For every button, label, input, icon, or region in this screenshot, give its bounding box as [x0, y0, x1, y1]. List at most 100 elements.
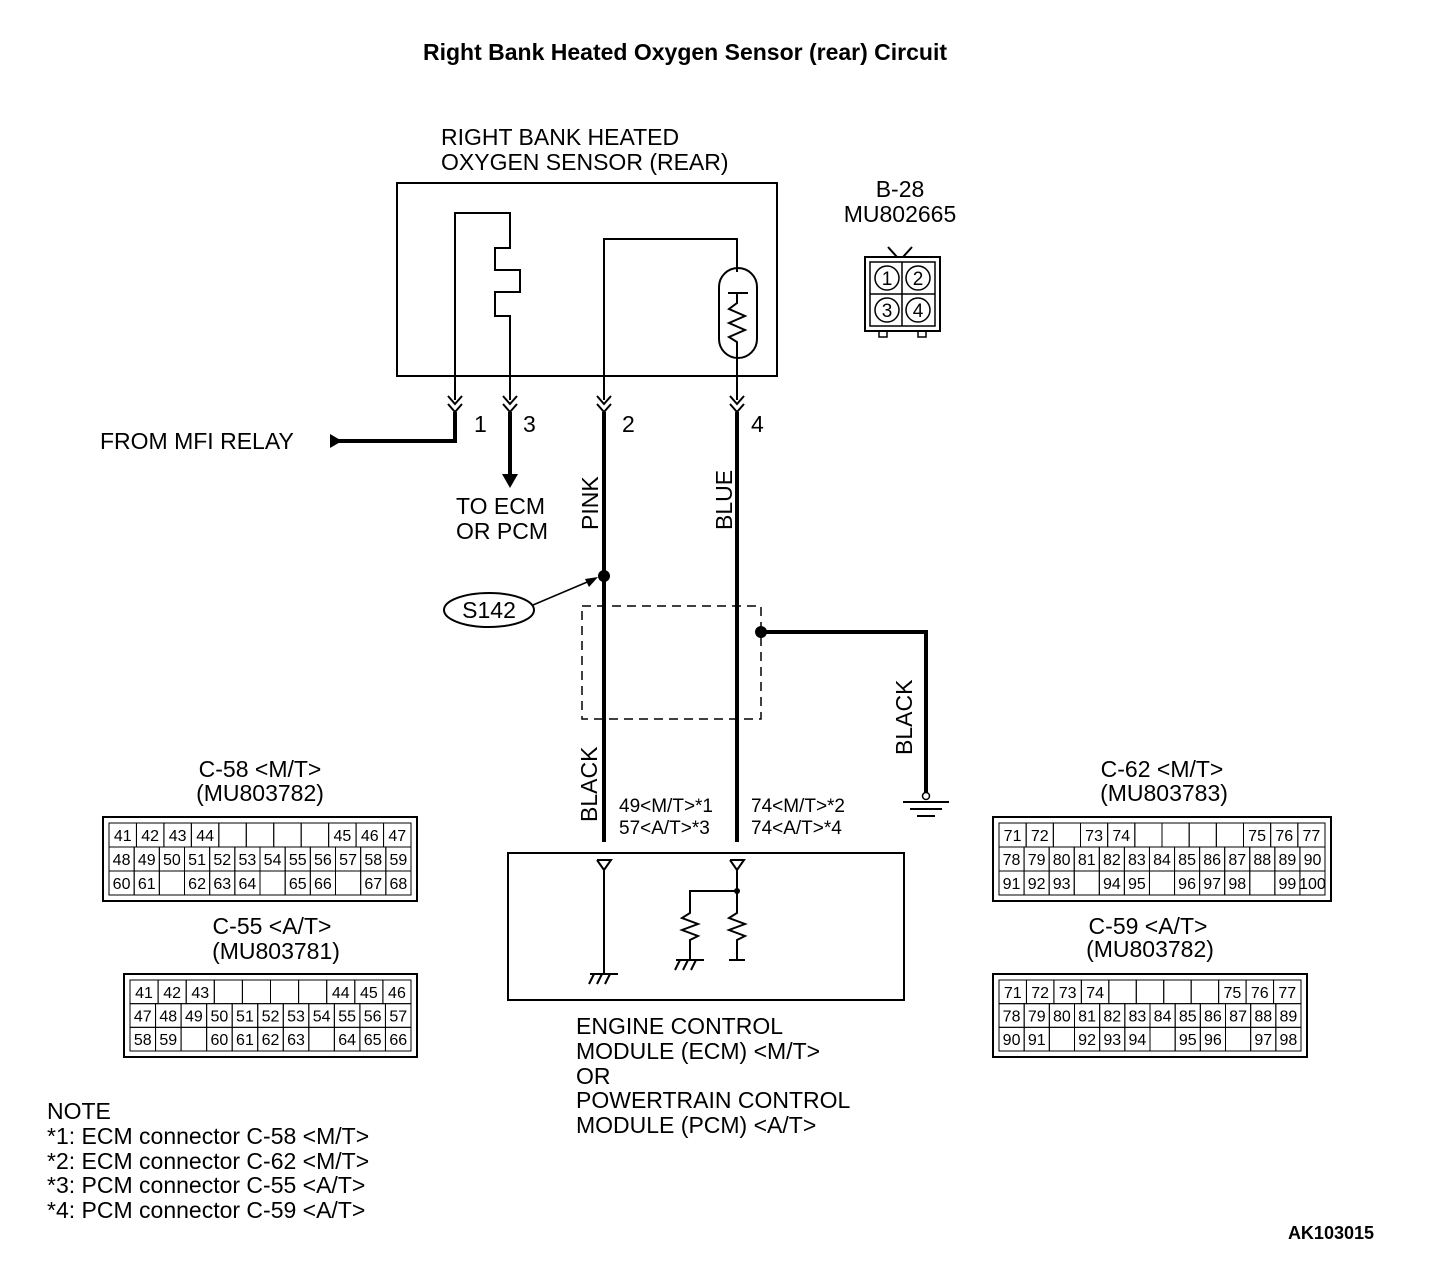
pin-number: 90 — [1304, 852, 1322, 869]
splice-leader-arrow-icon — [585, 577, 598, 587]
pin-number: 99 — [1278, 876, 1296, 893]
ground-terminal — [921, 791, 931, 801]
note-item: *4: PCM connector C-59 <A/T> — [47, 1197, 365, 1223]
figure-id: AK103015 — [1288, 1223, 1374, 1243]
pin-number: 91 — [1028, 1032, 1046, 1049]
pin-number: 42 — [163, 985, 181, 1002]
pin-number: 62 — [262, 1032, 280, 1049]
pin-number: 87 — [1228, 852, 1246, 869]
pin-number: 91 — [1003, 876, 1021, 893]
b28-id: B-28 — [876, 176, 925, 202]
sensor-box — [396, 182, 778, 377]
c58-title: C-58 <M/T> — [199, 756, 322, 782]
sensor-label-line1: RIGHT BANK HEATED — [441, 124, 679, 150]
pin-number: 75 — [1248, 828, 1266, 845]
pin-number: 61 — [138, 876, 156, 893]
pin-number: 66 — [389, 1032, 407, 1049]
pin-number: 55 — [289, 852, 307, 869]
pin-cell — [270, 979, 300, 1005]
pin-number: 60 — [211, 1032, 229, 1049]
pin-number: 90 — [1003, 1032, 1021, 1049]
module-label-line5: MODULE (PCM) <A/T> — [576, 1112, 816, 1138]
pin-number: 44 — [196, 828, 214, 845]
pin-cell — [1249, 870, 1276, 896]
b28-pin-4: 4 — [913, 301, 924, 322]
c59-part: (MU803782) — [1086, 936, 1214, 962]
module-label-line2: MODULE (ECM) <M/T> — [576, 1038, 820, 1064]
sensing-resistor — [726, 293, 748, 400]
note-heading: NOTE — [47, 1098, 111, 1124]
black-ground-wire-label: BLACK — [891, 679, 917, 755]
pin-number: 49 — [138, 852, 156, 869]
pin-number: 71 — [1004, 828, 1022, 845]
note-item: *3: PCM connector C-55 <A/T> — [47, 1172, 365, 1198]
ecm-pin-left-line1: 49<M/T>*1 — [619, 796, 713, 817]
pin-cell — [180, 1026, 208, 1052]
pin-number: 43 — [169, 828, 187, 845]
pin-number: 45 — [333, 828, 351, 845]
pin-number: 64 — [239, 876, 257, 893]
pin-number: 96 — [1204, 1032, 1222, 1049]
pin-number: 63 — [213, 876, 231, 893]
shield-box — [581, 605, 762, 720]
pin-cell — [1052, 822, 1082, 848]
pin-number: 46 — [361, 828, 379, 845]
splice-leader — [532, 579, 593, 606]
pin-number: 71 — [1004, 985, 1022, 1002]
pin-number: 56 — [364, 1009, 382, 1026]
pin-number: 48 — [113, 852, 131, 869]
module-label-line3: OR — [576, 1063, 611, 1089]
pin-number: 59 — [159, 1032, 177, 1049]
pin-cell — [1275, 1026, 1302, 1052]
ecm-internal-wire-right — [726, 870, 748, 960]
pin-number: 86 — [1204, 1009, 1222, 1026]
pin-number: 44 — [332, 985, 350, 1002]
pin-number: 82 — [1103, 852, 1121, 869]
pin-cell — [1148, 870, 1176, 896]
pin-cell — [1149, 1026, 1176, 1052]
pin-cell — [335, 870, 362, 896]
pin-number: 88 — [1254, 1009, 1272, 1026]
pin-number: 88 — [1253, 852, 1271, 869]
pin-number: 82 — [1103, 1009, 1121, 1026]
pin-number: 89 — [1280, 1009, 1298, 1026]
pin-cell — [300, 822, 330, 848]
pin-number: 61 — [236, 1032, 254, 1049]
pin-cell — [308, 1026, 335, 1052]
pin-cell — [1073, 870, 1100, 896]
pin-number: 57 — [339, 852, 357, 869]
c58-part: (MU803782) — [196, 780, 324, 806]
pin-number: 46 — [388, 985, 406, 1002]
splice-dot — [598, 570, 610, 582]
pin-number: 47 — [134, 1009, 152, 1026]
b28-part: MU802665 — [844, 201, 957, 227]
to-ecm-arrow-icon — [502, 474, 518, 488]
pin-number: 77 — [1303, 828, 1321, 845]
pin-cell — [259, 870, 286, 896]
pin-number: 96 — [1178, 876, 1196, 893]
pin-number: 52 — [213, 852, 231, 869]
pin-number: 77 — [1278, 985, 1296, 1002]
connector-outline — [992, 816, 1332, 902]
pin-number: 100 — [1299, 876, 1326, 893]
pin-cell — [1188, 822, 1217, 848]
c59-title: C-59 <A/T> — [1089, 913, 1208, 939]
ecm-pin-left-line2: 57<A/T>*3 — [619, 818, 710, 839]
pin-number: 56 — [314, 852, 332, 869]
pin-number: 83 — [1129, 1009, 1147, 1026]
pin-number: 43 — [191, 985, 209, 1002]
c55-title: C-55 <A/T> — [213, 913, 332, 939]
note-item: *1: ECM connector C-58 <M/T> — [47, 1123, 369, 1149]
black-ground-wire — [761, 630, 928, 796]
pin-number: 50 — [163, 852, 181, 869]
pin-number: 94 — [1103, 876, 1121, 893]
note-item: *2: ECM connector C-62 <M/T> — [47, 1148, 369, 1174]
pin-number: 93 — [1053, 876, 1071, 893]
pin-number: 58 — [364, 852, 382, 869]
pin-number: 67 — [364, 876, 382, 893]
pin-number: 53 — [239, 852, 257, 869]
pin-number: 80 — [1053, 852, 1071, 869]
